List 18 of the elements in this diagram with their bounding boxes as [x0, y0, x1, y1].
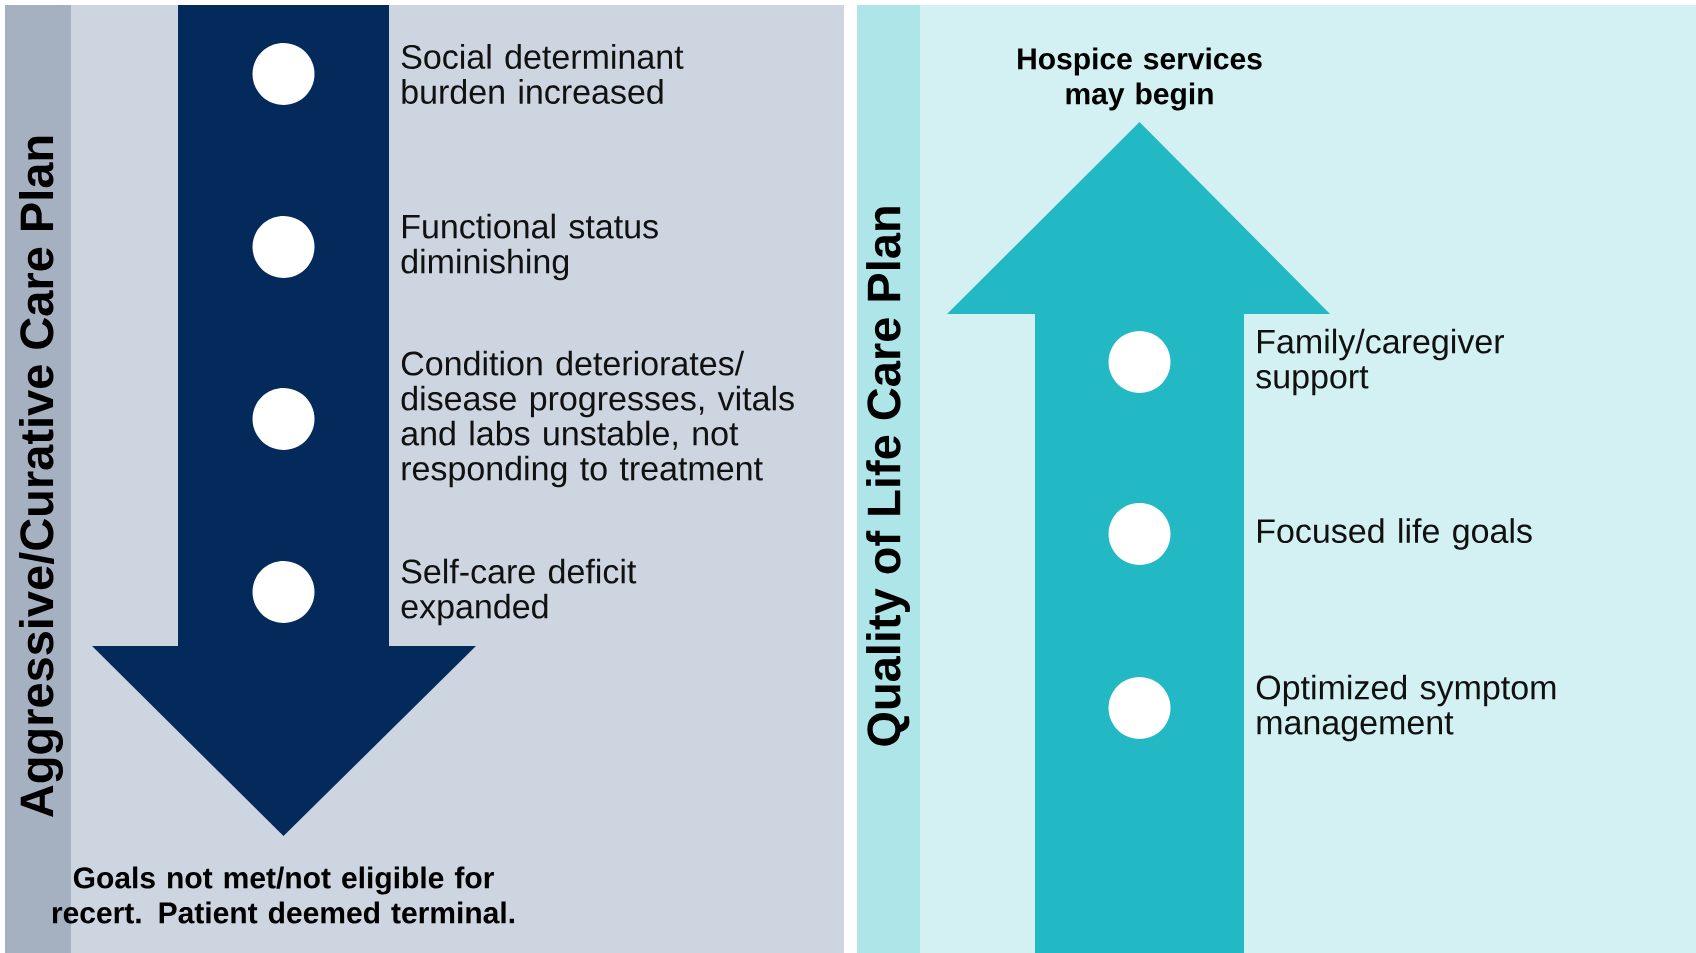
panel-title: Aggressive/Curative Care Plan	[19, 136, 63, 818]
arrow-caption: Hospice services may begin	[1018, 47, 1262, 111]
circle	[1108, 503, 1171, 565]
step-text: Condition deteriorates/ disease progresses, vitals and labs unstable, not responding to treatment	[401, 350, 794, 488]
circle	[1108, 331, 1171, 393]
step-text: Self-care deficit expanded	[401, 558, 637, 626]
circle	[252, 561, 315, 623]
step-text: Functional status diminishing	[401, 213, 658, 281]
circle	[252, 43, 315, 105]
step-text: Focused life goals	[1258, 518, 1532, 550]
step-text: Optimized symptom management	[1256, 674, 1556, 742]
step-text: Family/caregiver support	[1256, 328, 1504, 396]
panel-title: Quality of Life Care Plan	[866, 207, 910, 746]
circle	[1108, 677, 1171, 739]
circle	[252, 216, 315, 278]
arrow-caption: Goals not met/not eligible for recert. Patient deemed terminal.	[52, 866, 514, 924]
circle	[252, 388, 315, 450]
step-text: Social determinant burden increased	[401, 44, 684, 104]
